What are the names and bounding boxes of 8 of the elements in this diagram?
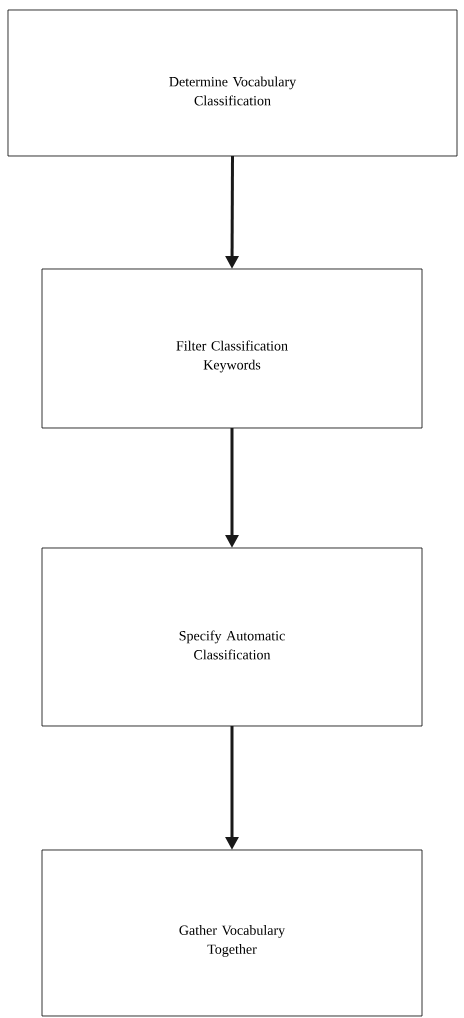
box-label: Gather Vocabulary Together	[179, 925, 286, 957]
box-label: Specify Automatic Classification	[179, 630, 285, 660]
box-label: Filter Classification Keywords	[176, 340, 288, 373]
process-box	[41, 547, 423, 727]
process-box	[41, 268, 423, 429]
box-label: Determine Vocabulary Classification	[169, 76, 297, 106]
process-box	[7, 9, 458, 157]
process-box	[41, 849, 423, 1017]
